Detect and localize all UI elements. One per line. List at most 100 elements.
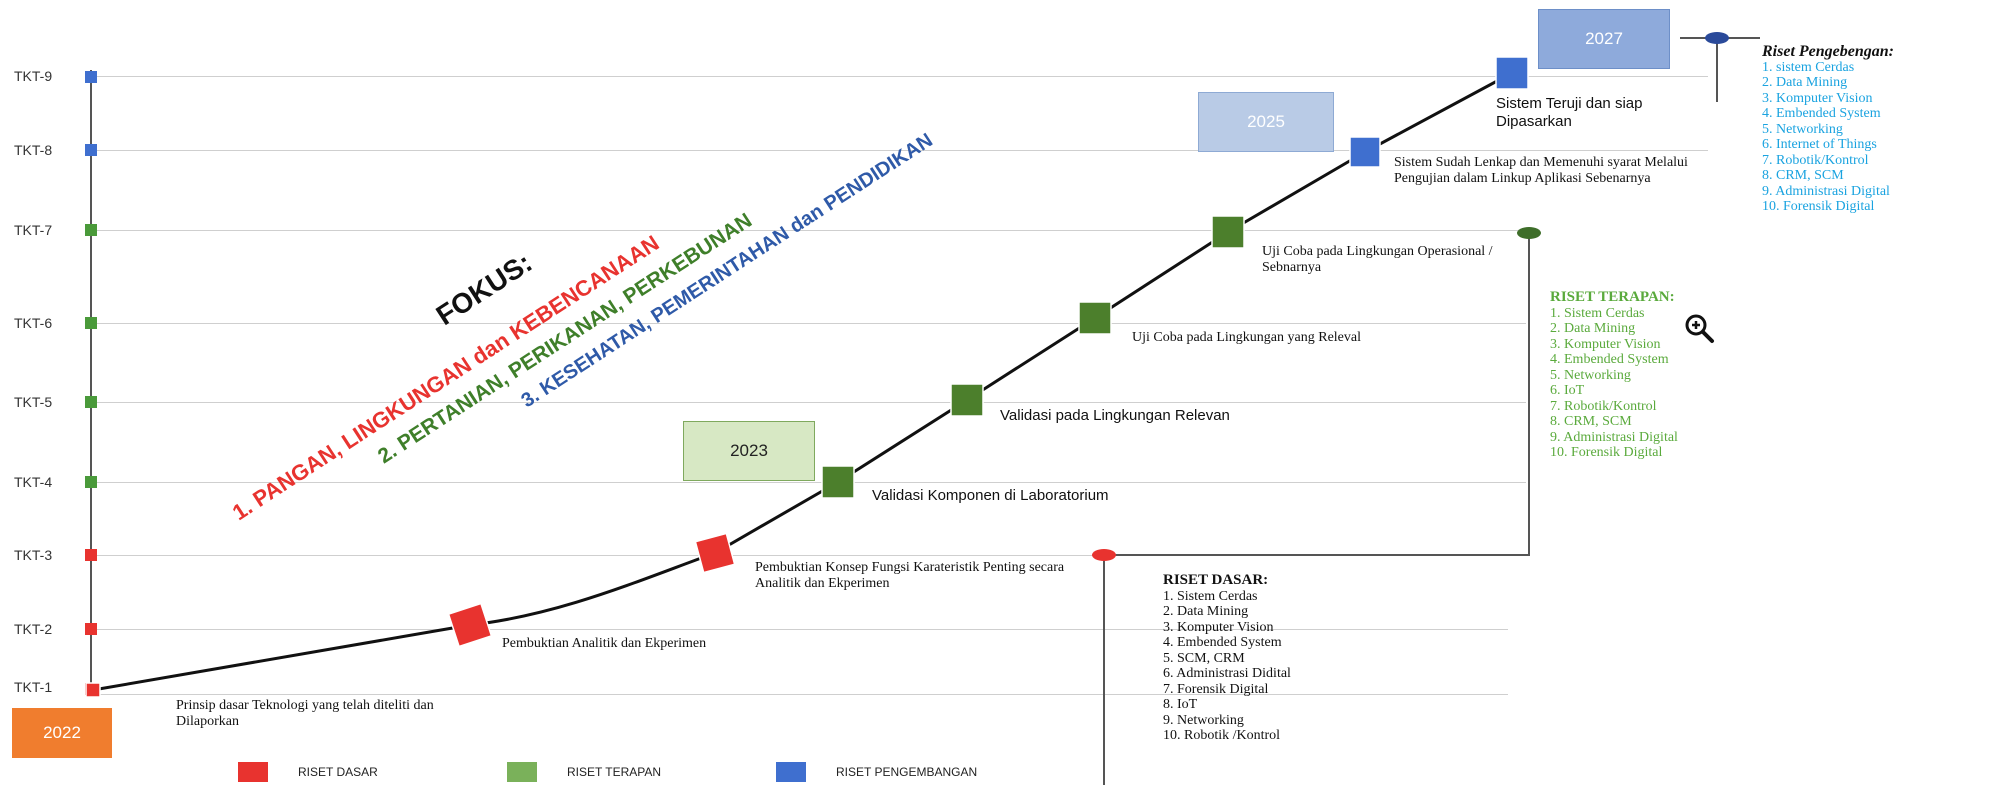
- grid-line-tkt5: [88, 402, 1526, 403]
- tkt-label-5: TKT-5: [14, 394, 53, 410]
- riset-pengembangan-item: 3. Komputer Vision: [1762, 90, 1873, 106]
- step-label-tkt1: Prinsip dasar Teknologi yang telah ditel…: [176, 698, 434, 729]
- riset-terapan-item: 8. CRM, SCM: [1550, 414, 1632, 429]
- riset-dasar-item: 4. Embended System: [1163, 635, 1282, 650]
- riset-dasar-title: RISET DASAR:: [1163, 572, 1269, 588]
- tkt-label-9: TKT-9: [14, 68, 53, 84]
- riset-dasar-item: 5. SCM, CRM: [1163, 650, 1245, 666]
- legend-label-pengembangan: RISET PENGEMBANGAN: [836, 765, 978, 779]
- step-label-tkt6: Uji Coba pada Lingkungan yang Releval: [1132, 330, 1361, 345]
- riset-pengembangan-item: 10. Forensik Digital: [1762, 199, 1875, 214]
- year-2022-box: 2022: [12, 708, 112, 758]
- riset-terapan-item: 7. Robotik/Kontrol: [1550, 398, 1657, 414]
- step-label-tkt5: Validasi pada Lingkungan Relevan: [1000, 407, 1230, 424]
- riset-pengembangan-item: 5. Networking: [1762, 121, 1843, 137]
- tkt-label-7: TKT-7: [14, 222, 53, 238]
- axis-marker-tkt6: [85, 317, 97, 329]
- legend-swatch-dasar: [238, 762, 268, 782]
- riset-terapan-item: 6. IoT: [1550, 383, 1585, 398]
- tkt-label-3: TKT-3: [14, 547, 53, 563]
- legend-riset-terapan: RISET TERAPAN: [507, 762, 661, 782]
- legend-label-terapan: RISET TERAPAN: [567, 765, 662, 779]
- tkt-label-4: TKT-4: [14, 474, 53, 490]
- step-label-tkt8: Sistem Sudah Lenkap dan Memenuhi syarat …: [1394, 155, 1688, 186]
- node-riset-dasar: [1092, 549, 1116, 561]
- riset-dasar-item: 3. Komputer Vision: [1163, 619, 1274, 635]
- tkt-label-1: TKT-1: [14, 679, 53, 695]
- riset-terapan-item: 9. Administrasi Digital: [1550, 429, 1678, 445]
- grid-line-tkt2: [88, 629, 1508, 630]
- year-2025-box: 2025: [1198, 92, 1334, 152]
- riset-terapan-title: RISET TERAPAN:: [1550, 289, 1675, 305]
- legend-label-dasar: RISET DASAR: [298, 765, 378, 779]
- progression-curve: [92, 71, 1513, 692]
- year-2027-box: 2027: [1538, 9, 1670, 69]
- connector-riset-terapan: [1104, 233, 1530, 556]
- step-label-tkt4: Validasi Komponen di Laboratorium: [872, 487, 1109, 504]
- grid-line-tkt8: [88, 150, 1708, 151]
- axis-marker-tkt5: [85, 396, 97, 408]
- riset-terapan-item: 10. Forensik Digital: [1550, 445, 1663, 460]
- legend-swatch-terapan: [507, 762, 537, 782]
- axis-marker-tkt9: [85, 71, 97, 83]
- riset-dasar-item: 10. Robotik /Kontrol: [1163, 728, 1281, 743]
- year-2023-box: 2023: [683, 421, 815, 481]
- step-marker-tkt-7: [1211, 215, 1245, 249]
- legend-riset-dasar: RISET DASAR: [238, 762, 378, 782]
- step-marker-tkt-3: [694, 532, 736, 574]
- axis-marker-tkt7: [85, 224, 97, 236]
- legend-riset-pengembangan: RISET PENGEMBANGAN: [776, 762, 977, 782]
- riset-terapan-item: 3. Komputer Vision: [1550, 336, 1661, 352]
- node-riset-pengembangan: [1705, 32, 1729, 44]
- riset-pengembangan-item: 2. Data Mining: [1762, 75, 1848, 90]
- zoom-in-icon[interactable]: [1683, 312, 1715, 344]
- step-label-tkt2: Pembuktian Analitik dan Ekperimen: [502, 636, 707, 651]
- riset-pengembangan-item: 6. Internet of Things: [1762, 137, 1877, 152]
- step-marker-tkt-6: [1078, 301, 1112, 335]
- step-label-tkt9: Sistem Teruji dan siap Dipasarkan: [1496, 95, 1643, 130]
- step-markers: [85, 56, 1529, 698]
- tkt-label-8: TKT-8: [14, 142, 53, 158]
- riset-terapan-item: 5. Networking: [1550, 367, 1631, 383]
- axis-marker-tkt3: [85, 549, 97, 561]
- axis-marker-tkt8: [85, 144, 97, 156]
- riset-pengembangan-item: 4. Embended System: [1762, 106, 1881, 121]
- axis-marker-tkt2: [85, 623, 97, 635]
- riset-pengembangan-item: 9. Administrasi Digital: [1762, 183, 1890, 199]
- step-label-tkt3: Pembuktian Konsep Fungsi Karateristik Pe…: [755, 560, 1065, 591]
- grid-line-tkt1: [88, 694, 1508, 695]
- riset-dasar-item: 6. Administrasi Didital: [1163, 666, 1291, 681]
- riset-dasar-item: 8. IoT: [1163, 697, 1198, 712]
- grid-line-tkt4: [88, 482, 1526, 483]
- grid-line-tkt6: [88, 323, 1526, 324]
- riset-dasar-item: 9. Networking: [1163, 712, 1244, 728]
- step-marker-tkt-1: [85, 682, 101, 698]
- step-marker-tkt-8: [1349, 136, 1381, 168]
- step-marker-tkt-9: [1495, 56, 1529, 90]
- riset-pengembangan-title: Riset Pengebengan:: [1762, 43, 1894, 60]
- riset-pengembangan-item: 8. CRM, SCM: [1762, 168, 1844, 183]
- riset-pengembangan-item: 1. sistem Cerdas: [1762, 59, 1855, 75]
- riset-dasar-item: 7. Forensik Digital: [1163, 681, 1269, 697]
- riset-terapan-item: 2. Data Mining: [1550, 321, 1636, 336]
- riset-pengembangan-item: 7. Robotik/Kontrol: [1762, 152, 1869, 168]
- riset-dasar-item: 1. Sistem Cerdas: [1163, 588, 1258, 604]
- riset-terapan-item: 1. Sistem Cerdas: [1550, 305, 1645, 321]
- riset-dasar-item: 2. Data Mining: [1163, 604, 1249, 619]
- step-marker-tkt-4: [821, 465, 855, 499]
- tkt-label-2: TKT-2: [14, 621, 53, 637]
- node-riset-terapan: [1517, 227, 1541, 239]
- grid-line-tkt9: [88, 76, 1708, 77]
- step-marker-tkt-5: [950, 383, 984, 417]
- axis-marker-tkt4: [85, 476, 97, 488]
- step-label-tkt7: Uji Coba pada Lingkungan Operasional / S…: [1262, 244, 1493, 275]
- legend-swatch-pengembangan: [776, 762, 806, 782]
- riset-terapan-item: 4. Embended System: [1550, 352, 1669, 367]
- tkt-label-6: TKT-6: [14, 315, 53, 331]
- step-marker-tkt-2: [447, 602, 493, 648]
